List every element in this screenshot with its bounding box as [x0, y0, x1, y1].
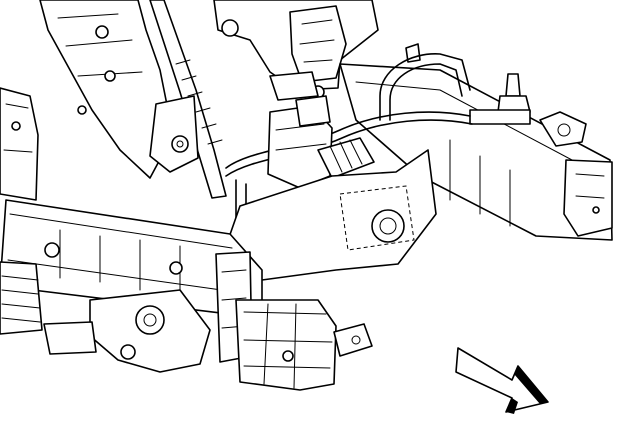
tie-rod-end	[469, 73, 531, 125]
center-frame-plate	[225, 149, 437, 281]
block-arrow-icon	[455, 347, 549, 414]
impact-bracket	[235, 299, 373, 391]
left-frame-bracket	[0, 87, 39, 201]
upper-body-panel	[39, 0, 169, 179]
steering-shaft	[149, 0, 227, 199]
column-mount-bracket	[213, 0, 379, 101]
lower-control-arm	[43, 289, 211, 373]
left-coil-boot	[0, 261, 43, 335]
